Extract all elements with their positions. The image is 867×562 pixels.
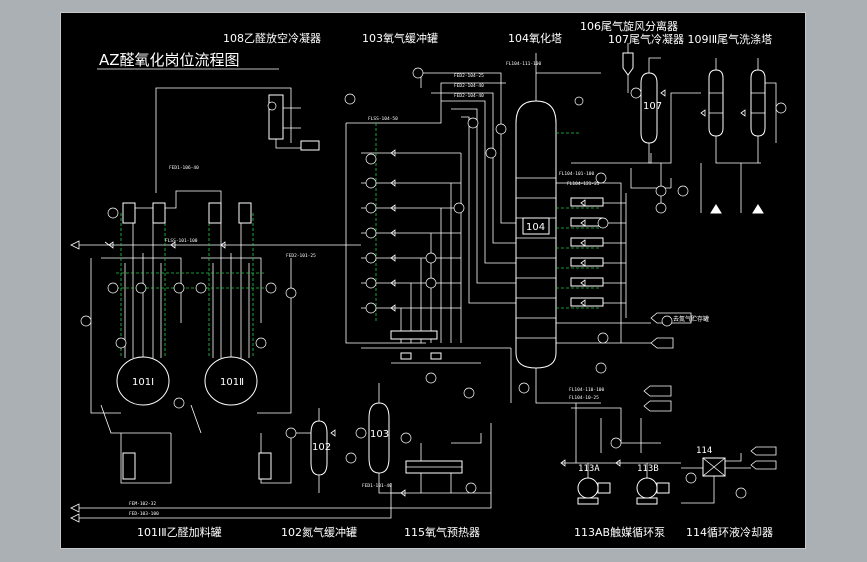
condenser-107[interactable]: 107 — [640, 57, 701, 164]
cyclone-106[interactable] — [622, 43, 634, 93]
svg-text:113B: 113B — [637, 464, 659, 474]
label-103-top: 103氧气缓冲罐 — [362, 31, 438, 45]
instrument-bubbles — [80, 67, 787, 499]
tank-102[interactable]: 102 — [286, 408, 331, 493]
label-107-109: 107尾气冷凝器 109ⅠⅡ尾气洗涤塔 — [608, 32, 772, 46]
svg-text:101Ⅱ: 101Ⅱ — [220, 377, 244, 388]
svg-text:FED-103-100: FED-103-100 — [129, 511, 159, 517]
svg-text:104: 104 — [526, 222, 545, 233]
svg-text:FLSS-101-100: FLSS-101-100 — [165, 238, 198, 244]
svg-text:FLSS-104-50: FLSS-104-50 — [368, 116, 398, 122]
label-102: 102氮气缓冲罐 — [281, 525, 357, 539]
svg-text:103: 103 — [370, 429, 389, 440]
label-115: 115氧气预热器 — [404, 525, 480, 539]
pump-113b[interactable]: 113B — [636, 464, 670, 505]
svg-text:FL104-101-100: FL104-101-100 — [559, 171, 595, 177]
scrubber-piping — [630, 163, 764, 214]
cooler-114[interactable]: 114 — [681, 446, 751, 504]
svg-text:102: 102 — [312, 442, 331, 453]
svg-text:FED1-106-40: FED1-106-40 — [169, 165, 199, 171]
label-108: 108乙醛放空冷凝器 — [223, 31, 321, 45]
svg-text:107: 107 — [643, 101, 662, 112]
tank-101-1[interactable]: 101Ⅰ — [116, 356, 170, 406]
preheater-115[interactable] — [391, 433, 491, 494]
svg-text:FED2-104-40: FED2-104-40 — [454, 83, 484, 89]
label-104-top: 104氧化塔 — [508, 31, 562, 45]
drawing-frame: AZ醛氧化岗位流程图 108乙醛放空冷凝器 103氧气缓冲罐 104氧化塔 10… — [60, 12, 806, 549]
svg-text:FEM-102-32: FEM-102-32 — [129, 501, 156, 507]
header-manifold-103 — [345, 82, 512, 403]
svg-text:FED2-104-40: FED2-104-40 — [454, 93, 484, 99]
svg-text:FED2-101-25: FED2-101-25 — [286, 253, 316, 259]
condenser-108[interactable] — [268, 94, 320, 151]
svg-text:FL104-111-100: FL104-111-100 — [506, 61, 542, 67]
tank-101-piping — [79, 87, 492, 519]
process-flow-diagram: AZ醛氧化岗位流程图 108乙醛放空冷凝器 103氧气缓冲罐 104氧化塔 10… — [70, 19, 787, 539]
label-101: 101ⅠⅡ乙醛加料罐 — [137, 525, 222, 539]
tank-101-2[interactable]: 101Ⅱ — [204, 356, 258, 406]
svg-text:113A: 113A — [578, 464, 600, 474]
svg-text:FL104-110-100: FL104-110-100 — [569, 387, 605, 393]
svg-text:FL104-121-25: FL104-121-25 — [567, 181, 600, 187]
label-106: 106尾气旋风分离器 — [580, 19, 678, 33]
diagram-title: AZ醛氧化岗位流程图 — [99, 51, 240, 69]
tank-103[interactable]: 103 — [368, 383, 401, 494]
outlet-tags — [70, 240, 777, 523]
tower-104[interactable]: 104 — [515, 100, 557, 369]
pump-113a[interactable]: 113A — [577, 464, 611, 505]
line-labels: FED1-106-40 FLSS-101-100 FED2-101-25 FED… — [129, 61, 709, 517]
svg-text:去氮气贮存罐: 去氮气贮存罐 — [673, 315, 709, 323]
tower-104-instruments — [570, 193, 627, 318]
valves — [104, 89, 746, 497]
tower-104-feed-lines — [420, 53, 652, 404]
svg-text:FED2-104-25: FED2-104-25 — [454, 73, 484, 79]
svg-text:114: 114 — [696, 446, 712, 456]
svg-text:FED1-101-40: FED1-101-40 — [362, 483, 392, 489]
svg-text:FL104-10-25: FL104-10-25 — [569, 395, 599, 401]
scrubber-109-2[interactable] — [750, 58, 777, 163]
label-113: 113AB触媒循环泵 — [574, 525, 665, 539]
scrubber-109-1[interactable] — [708, 58, 761, 164]
label-114: 114循环液冷却器 — [686, 525, 773, 539]
svg-text:101Ⅰ: 101Ⅰ — [132, 377, 154, 388]
pump-piping — [561, 403, 681, 478]
